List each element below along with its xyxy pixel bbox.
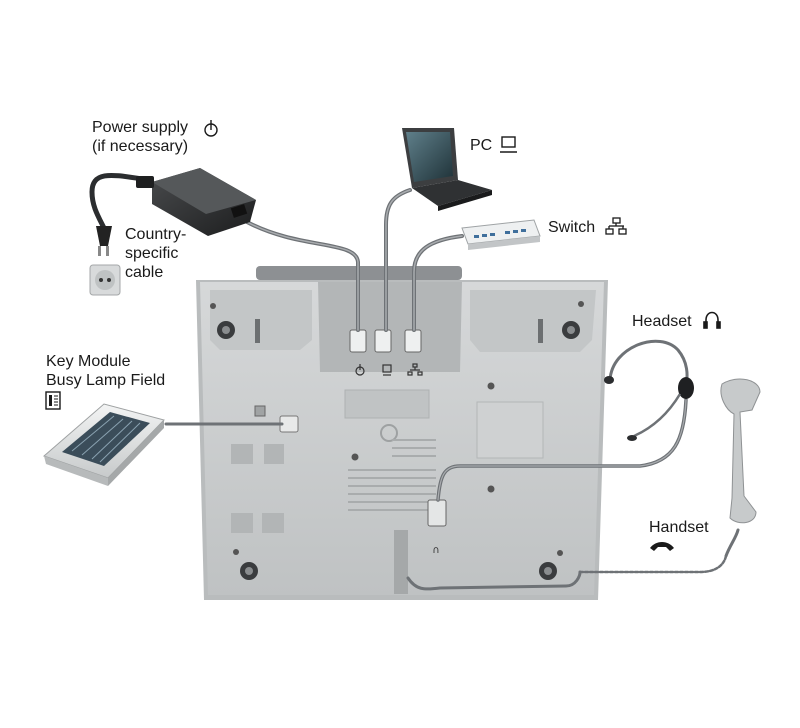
- key-module-label-line2: Busy Lamp Field: [46, 372, 166, 389]
- power-supply-label-line2: (if necessary): [92, 138, 189, 155]
- monitor-icon: [500, 136, 517, 153]
- country-cable-label: Country- specific cable: [125, 225, 186, 282]
- headset-label: Headset: [632, 313, 692, 330]
- country-cable-label-line1: Country-: [125, 226, 187, 243]
- key-module-label: Key Module Busy Lamp Field: [46, 352, 165, 390]
- key-module-device: [43, 403, 165, 486]
- country-cable-label-line2: specific: [125, 245, 179, 262]
- network-switch-icon: [605, 217, 627, 235]
- laptop: [402, 128, 492, 211]
- power-icon: [204, 120, 218, 137]
- cables: [89, 173, 740, 591]
- headset-device: [604, 339, 694, 441]
- power-supply-unit: [136, 168, 256, 236]
- lan-ports: [349, 329, 423, 376]
- pc-label: PC: [470, 137, 493, 154]
- key-module-label-line1: Key Module: [46, 353, 131, 370]
- wall-plug: [96, 226, 112, 256]
- wall-socket: [89, 264, 121, 296]
- key-module-icon: [45, 391, 61, 410]
- handset-device: [720, 378, 761, 524]
- phone-base: ∩: [196, 266, 608, 600]
- svg-text:∩: ∩: [432, 545, 439, 556]
- country-cable-label-line3: cable: [125, 264, 164, 281]
- power-supply-label: Power supply (if necessary): [92, 118, 188, 156]
- handset-label: Handset: [649, 519, 709, 536]
- network-switch: [461, 219, 541, 250]
- switch-label: Switch: [548, 219, 596, 236]
- port-switch-icon: [407, 363, 423, 376]
- handset-icon: [650, 542, 674, 551]
- port-pc-icon: [382, 364, 392, 376]
- port-power-icon: [355, 364, 365, 376]
- headphones-icon: [703, 311, 721, 329]
- power-supply-label-line1: Power supply: [92, 119, 189, 136]
